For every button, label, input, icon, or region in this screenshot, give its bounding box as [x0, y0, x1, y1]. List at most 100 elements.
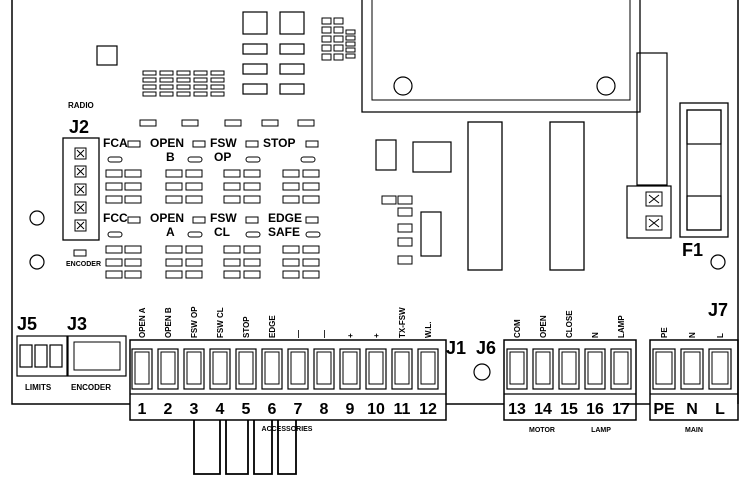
pin [74, 201, 87, 214]
smd-part [321, 53, 332, 61]
terminal-label: N [591, 332, 600, 338]
dip-switch [192, 140, 206, 148]
dip-switch [245, 216, 259, 224]
smd-part [105, 169, 123, 178]
component [412, 141, 452, 173]
smd-part [124, 270, 142, 279]
smd-part [333, 53, 344, 61]
terminal-label: L [716, 333, 725, 338]
j6-label: J6 [476, 338, 496, 358]
component [96, 45, 118, 66]
j3-socket [73, 341, 121, 371]
x-pin-icon [76, 167, 85, 176]
smd-part [105, 182, 123, 191]
dip-sub-op: OP [214, 150, 231, 164]
smd-part [333, 35, 344, 43]
dip-switch [127, 216, 141, 224]
smd-part [176, 91, 191, 97]
pin [74, 147, 87, 160]
smd-part [282, 169, 300, 178]
smd-part [124, 245, 142, 254]
dip-label-stop: STOP [263, 136, 295, 150]
terminal-label: + [372, 333, 381, 338]
terminal-number: 13 [508, 401, 526, 418]
j2-label: J2 [69, 117, 89, 137]
smd-part [165, 245, 183, 254]
dip-label-fsw-op: FSW [210, 136, 237, 150]
terminal-number: 17 [612, 401, 630, 418]
smd-part [345, 47, 356, 53]
component [279, 43, 305, 55]
smd-part [223, 270, 241, 279]
mount-hole [29, 210, 45, 226]
smd-part [243, 245, 261, 254]
smd-part [105, 258, 123, 267]
pad [305, 231, 321, 238]
pad [107, 231, 123, 238]
x-pin-icon [76, 203, 85, 212]
terminal-screw-opening [535, 351, 551, 385]
terminal-screw-opening [134, 351, 150, 385]
smd-part [243, 258, 261, 267]
smd-part [165, 182, 183, 191]
dip-switch [305, 216, 319, 224]
smd-part [302, 182, 320, 191]
component [636, 52, 668, 186]
smd-part [261, 119, 279, 127]
terminal-screw-housing [365, 348, 387, 390]
smd-part [243, 270, 261, 279]
terminal-screw-housing [708, 348, 732, 390]
resistor-grid [139, 70, 315, 127]
chip-cluster [321, 17, 356, 61]
component [397, 195, 413, 205]
smd-part [124, 169, 142, 178]
terminal-screw-opening [509, 351, 525, 385]
j5-pin [19, 344, 33, 368]
smd-part [142, 70, 157, 76]
smd-part [159, 70, 174, 76]
component [73, 249, 87, 257]
terminal-screw-housing [391, 348, 413, 390]
smd-part [333, 26, 344, 34]
terminal-label: — [320, 330, 329, 338]
smd-part [282, 182, 300, 191]
smd-part [302, 270, 320, 279]
smd-part [321, 26, 332, 34]
terminal-screw-opening [394, 351, 410, 385]
smd-part [105, 270, 123, 279]
terminal-label: W.L. [424, 322, 433, 338]
j2-connector [62, 137, 100, 241]
smd-part [243, 195, 261, 204]
component [242, 11, 268, 35]
component [375, 139, 397, 171]
dip-switch [127, 140, 141, 148]
dip-sub-b: B [166, 150, 175, 164]
dip-label-open-b: OPEN [150, 136, 184, 150]
smd-part [282, 245, 300, 254]
smd-part [223, 169, 241, 178]
pad [107, 156, 123, 163]
pad [245, 231, 261, 238]
terminal-label: EDGE [268, 315, 277, 338]
x-pin-icon [76, 221, 85, 230]
terminal-number: 2 [164, 401, 173, 418]
component [397, 237, 413, 247]
terminal-screw-housing [261, 348, 283, 390]
smd-part [297, 119, 315, 127]
terminal-screw-opening [290, 351, 306, 385]
j1-terminal-block [129, 339, 447, 421]
dip-label-open-a: OPEN [150, 211, 184, 225]
terminal-screw-opening [683, 351, 701, 385]
limits-label: LIMITS [25, 383, 52, 392]
terminal-screw-opening [613, 351, 629, 385]
terminal-label: — [294, 330, 303, 338]
smd-part [193, 77, 208, 83]
terminal-number: 16 [586, 401, 604, 418]
terminal-label: CLOSE [565, 310, 574, 338]
smd-part [124, 195, 142, 204]
encoder-label: ENCODER [71, 383, 111, 392]
aux-connector [626, 185, 672, 239]
terminal-screw-opening [264, 351, 280, 385]
